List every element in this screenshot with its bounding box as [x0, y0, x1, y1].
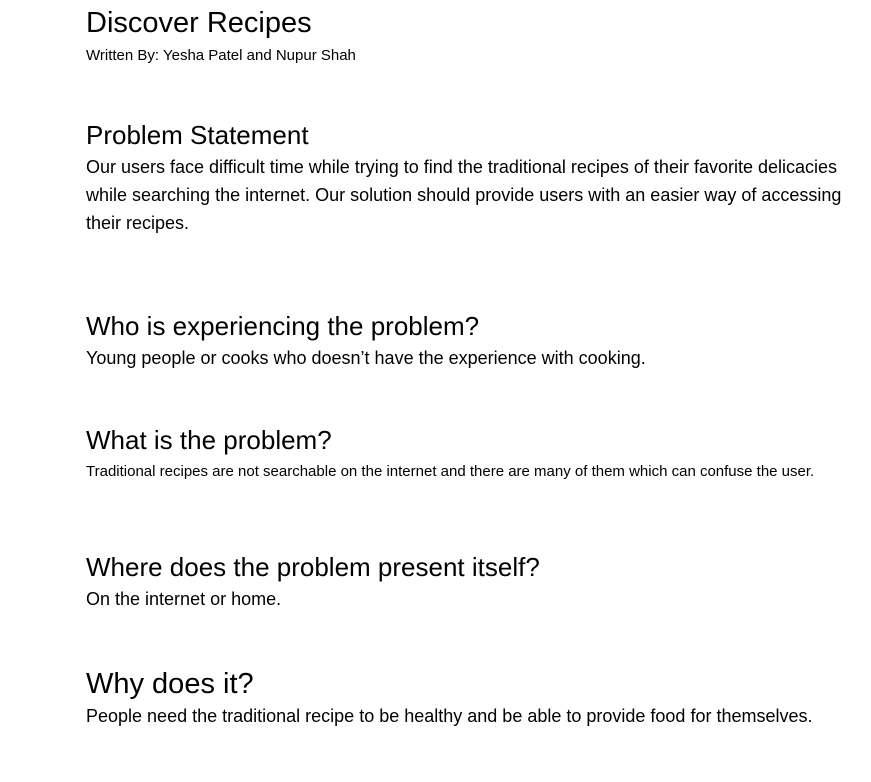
section-heading: Why does it?	[86, 668, 254, 700]
section-body: People need the traditional recipe to be…	[86, 706, 813, 726]
section-who: Who is experiencing the problem? Young p…	[86, 310, 856, 372]
section-problem-statement: Problem Statement Our users face difficu…	[86, 119, 856, 237]
section-body: Young people or cooks who doesn’t have t…	[86, 348, 646, 368]
section-why: Why does it? People need the traditional…	[86, 666, 856, 730]
document-byline: Written By: Yesha Patel and Nupur Shah	[86, 47, 356, 64]
section-body: Our users face difficult time while tryi…	[86, 157, 842, 233]
section-heading: Problem Statement	[86, 120, 309, 150]
section-body: On the internet or home.	[86, 589, 282, 609]
section-where: Where does the problem present itself? O…	[86, 551, 856, 613]
section-body: Traditional recipes are not searchable o…	[86, 463, 815, 480]
section-what: What is the problem? Traditional recipes…	[86, 424, 856, 484]
section-heading: Where does the problem present itself?	[86, 552, 540, 582]
section-heading: What is the problem?	[86, 425, 332, 455]
document-title: Discover Recipes	[86, 7, 312, 39]
section-heading: Who is experiencing the problem?	[86, 311, 480, 341]
